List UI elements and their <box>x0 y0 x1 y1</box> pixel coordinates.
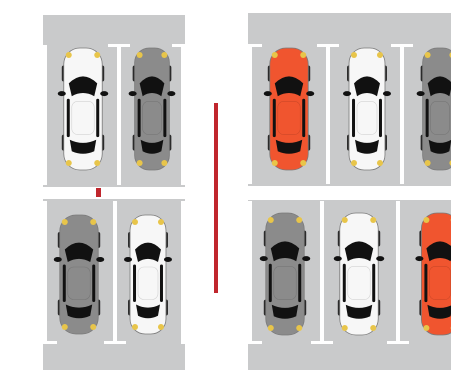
red-marker <box>96 188 101 197</box>
left-bottom-bay-line-1 <box>43 201 47 344</box>
right-bottom-bay-line-1 <box>248 201 252 343</box>
car-left-top-2 <box>124 45 180 173</box>
left-top-bay-line-3 <box>181 45 185 185</box>
car-right-bottom-2 <box>328 210 390 338</box>
car-right-top-2 <box>338 45 396 173</box>
right-bottom-tick-3 <box>387 341 409 344</box>
right-top-tick-2 <box>317 44 339 47</box>
left-bottom-bay-line-3 <box>181 201 185 344</box>
right-bottom-tick-1 <box>248 341 262 344</box>
car-left-top-1 <box>52 45 114 173</box>
right-bottom-bay-line-3 <box>396 201 400 343</box>
left-row-separator <box>43 187 185 199</box>
left-top-bay-line-2 <box>117 45 121 185</box>
right-top-bay-line-3 <box>400 45 404 184</box>
left-bottom-tick-2 <box>104 341 126 344</box>
car-right-top-3 <box>412 45 451 173</box>
car-left-bottom-2 <box>119 212 177 337</box>
car-right-top-1 <box>258 45 320 173</box>
car-right-bottom-3 <box>410 210 451 338</box>
right-top-bay-line-1 <box>248 45 252 184</box>
right-bottom-tick-2 <box>311 341 333 344</box>
right-top-bay-line-2 <box>326 45 330 184</box>
right-row-separator <box>248 186 451 200</box>
right-bottom-bay-line-2 <box>320 201 324 343</box>
left-top-bay-line-1 <box>43 45 47 185</box>
center-divider <box>214 103 218 293</box>
car-right-bottom-1 <box>254 210 316 338</box>
car-left-bottom-1 <box>48 212 110 337</box>
left-bottom-bay-line-2 <box>113 201 117 344</box>
left-bottom-tick-1 <box>43 341 57 344</box>
